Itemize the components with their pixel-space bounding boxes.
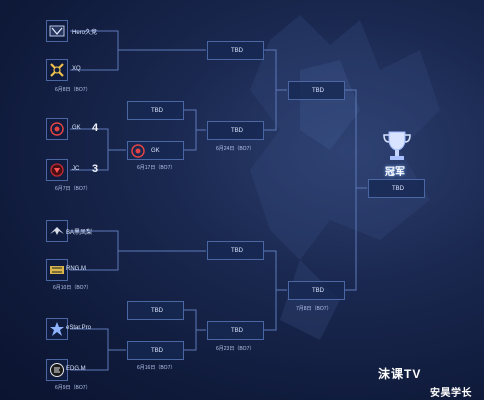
slot-label: TBD (231, 247, 243, 254)
estar-team-logo (46, 318, 68, 340)
match-date-estar-edg: 6月9日（BO7） (55, 385, 91, 391)
score-jc: 3 (92, 163, 99, 175)
jc-logo-icon (50, 163, 64, 177)
semi-slot-3[interactable]: TBD (207, 241, 264, 260)
r2-upper-gk-slot[interactable]: GK (127, 141, 184, 160)
team-name-rng: RNG.M (66, 266, 86, 272)
match-date-final: 7月8日（BO7） (296, 306, 332, 312)
gk-small-logo (130, 143, 146, 161)
hero-logo-icon (49, 25, 65, 37)
score-gk: 4 (92, 122, 99, 134)
semi-slot-2[interactable]: TBD (207, 121, 264, 140)
team-name-edg: EDG.M (66, 366, 86, 372)
rng-team-logo (46, 259, 68, 281)
slot-label: TBD (151, 107, 163, 114)
match-date-ba-rng: 6月10日（BO7） (53, 285, 92, 291)
xq-logo-icon (50, 63, 64, 77)
team-name-xq: XQ (72, 66, 81, 72)
match-date-r2-upper: 6月17日（BO7） (137, 165, 176, 171)
slot-label: TBD (151, 307, 163, 314)
watermark-line-2: 安昊学长 (430, 388, 472, 399)
gk-logo-icon (50, 122, 64, 136)
match-date-semi-lower: 6月23日（BO7） (216, 346, 255, 352)
edg-logo-icon (50, 363, 64, 377)
final-slot-lower[interactable]: TBD (288, 281, 345, 300)
champion-label: 冠军 (385, 167, 405, 178)
trophy-icon (380, 128, 414, 176)
trophy-icon-graphic (383, 131, 411, 160)
team-name-ba: BA黑凤梨 (66, 230, 93, 236)
xq-team-logo (46, 59, 68, 81)
watermark-line-1: 沫课TV (378, 367, 422, 381)
match-date-r2-lower: 6月16日（BO7） (137, 365, 176, 371)
gk-logo-icon (131, 144, 145, 158)
r2-lower-tbd-slot-a[interactable]: TBD (127, 301, 184, 320)
edg-team-logo (46, 359, 68, 381)
slot-label: TBD (312, 87, 324, 94)
slot-label: TBD (312, 287, 324, 294)
hero-team-logo (46, 20, 68, 42)
gk-team-logo (46, 118, 68, 140)
slot-label: TBD (231, 47, 243, 54)
r2-upper-tbd-slot[interactable]: TBD (127, 101, 184, 120)
champion-slot[interactable]: TBD (368, 179, 425, 198)
semi-slot-1[interactable]: TBD (207, 41, 264, 60)
match-date-gk-jc: 6月7日（BO7） (55, 186, 91, 192)
ba-team-logo (46, 220, 68, 242)
jc-team-logo (46, 159, 68, 181)
match-date-semi-upper: 6月24日（BO7） (216, 146, 255, 152)
r2-lower-tbd-slot-b[interactable]: TBD (127, 341, 184, 360)
team-name-estar: eStar.Pro (66, 325, 92, 331)
ba-logo-icon (50, 227, 64, 235)
estar-logo-icon (50, 322, 64, 336)
slot-label: TBD (231, 327, 243, 334)
team-name-hero: Hero久竞 (72, 30, 98, 36)
slot-label: TBD (231, 127, 243, 134)
match-date-hero-xq: 6月8日（BO7） (55, 87, 91, 93)
slot-label: TBD (392, 185, 404, 192)
team-name-gk: GK (72, 125, 81, 131)
slot-label: GK (151, 147, 160, 154)
slot-label: TBD (151, 347, 163, 354)
rng-logo-icon (50, 266, 64, 274)
semi-slot-4[interactable]: TBD (207, 321, 264, 340)
team-name-jc: JC (72, 166, 80, 172)
final-slot-upper[interactable]: TBD (288, 81, 345, 100)
